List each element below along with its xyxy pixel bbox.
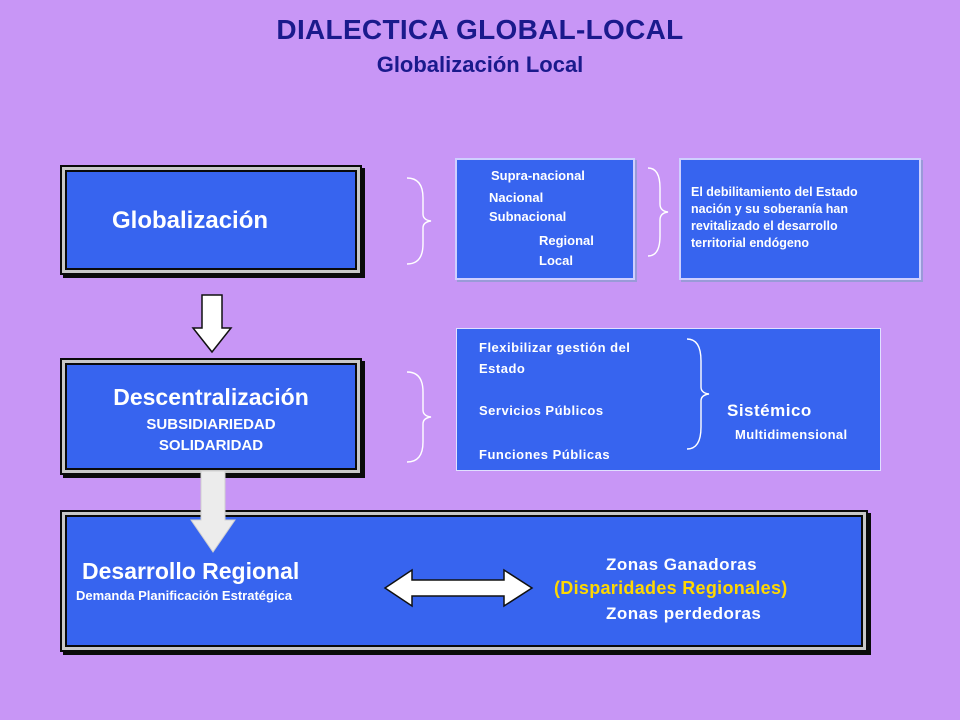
- note-box: El debilitamiento del Estado nación y su…: [679, 158, 921, 280]
- brace-levels: [647, 167, 669, 257]
- note-line-4: territorial endógeno: [691, 236, 810, 250]
- down-arrow-gray-icon: [190, 470, 236, 553]
- disparidades-regionales: (Disparidades Regionales): [554, 578, 788, 598]
- double-arrow-icon: [383, 568, 534, 608]
- desarrollo-label: Desarrollo Regional: [82, 558, 300, 584]
- zonas-ganadoras: Zonas Ganadoras: [606, 555, 758, 574]
- brace-globalizacion: [406, 177, 432, 265]
- down-arrow-icon: [191, 294, 233, 354]
- note-line-1: El debilitamiento del Estado: [691, 185, 858, 199]
- brace-sistemico: [686, 338, 710, 450]
- level-nacional: Nacional: [489, 190, 544, 205]
- levels-box: Supra-nacional Nacional Subnacional Regi…: [455, 158, 635, 280]
- descentralizacion-box: Descentralización SUBSIDIARIEDAD SOLIDAR…: [60, 358, 362, 475]
- level-supranacional: Supra-nacional: [491, 168, 585, 183]
- gestion-line-1: Flexibilizar gestión del: [479, 340, 631, 355]
- planificacion-label: Demanda Planificación Estratégica: [76, 588, 293, 603]
- page-subtitle: Globalización Local: [376, 52, 584, 77]
- page-title: DIALECTICA GLOBAL-LOCAL: [276, 14, 684, 45]
- multidimensional-label: Multidimensional: [735, 427, 848, 442]
- globalizacion-box: Globalización: [60, 165, 362, 275]
- globalizacion-label: Globalización: [112, 207, 269, 234]
- desarrollo-box: Desarrollo Regional Demanda Planificació…: [60, 510, 868, 652]
- subsidiariedad-label: SUBSIDIARIEDAD: [146, 416, 276, 433]
- note-line-3: revitalizado el desarrollo: [691, 219, 838, 233]
- note-line-2: nación y su soberanía han: [691, 202, 848, 216]
- gestion-box: Flexibilizar gestión del Estado Servicio…: [456, 328, 881, 471]
- level-local: Local: [539, 253, 573, 268]
- zonas-perdedoras: Zonas perdedoras: [606, 604, 762, 623]
- brace-descentralizacion: [406, 371, 432, 463]
- sistemico-label: Sistémico: [727, 401, 812, 420]
- descentralizacion-label: Descentralización: [113, 384, 309, 410]
- funciones-publicas: Funciones Públicas: [479, 447, 611, 462]
- level-subnacional: Subnacional: [489, 209, 567, 224]
- gestion-line-2: Estado: [479, 361, 526, 376]
- solidaridad-label: SOLIDARIDAD: [158, 437, 264, 454]
- servicios-publicos: Servicios Públicos: [479, 403, 604, 418]
- level-regional: Regional: [539, 233, 594, 248]
